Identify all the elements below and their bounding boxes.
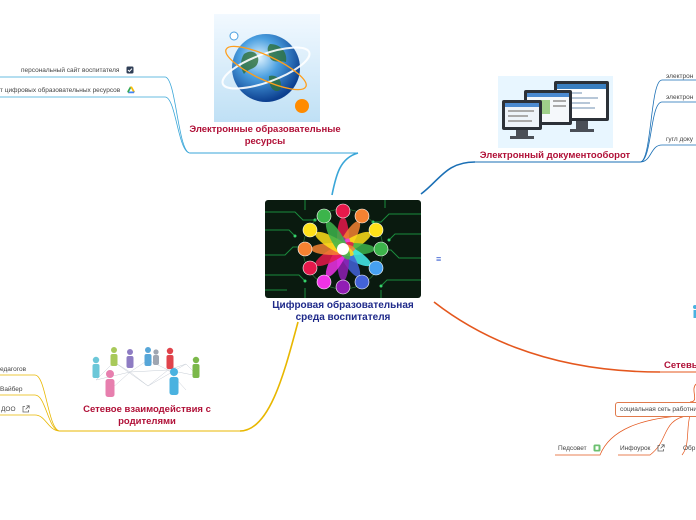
link-central-docflow (420, 161, 476, 195)
globe-image (214, 14, 320, 122)
network-leaf-1[interactable]: Педсовет (558, 444, 601, 453)
link-network-leaf-2 (618, 414, 691, 456)
docflow-leaf-1[interactable]: электрон (666, 73, 694, 80)
resources-leaf-2-label: т цифровых образовательных ресурсов (0, 87, 121, 94)
link-parents-leaf-1 (0, 374, 61, 432)
link-resources-leaf-2 (0, 96, 191, 154)
colorful-lotus-circuit-board-image (265, 200, 421, 298)
parents-title[interactable]: Сетевое взаимодействия с родителями (83, 404, 211, 427)
link-docflow-leaf-3 (639, 144, 696, 163)
parents-leaf-2[interactable]: Вайбер (0, 385, 22, 394)
link-parents-leaf-3 (0, 414, 61, 432)
parents-leaf-3-label: ДОО (1, 406, 16, 413)
resources-title[interactable]: Электронные образовательные ресурсы (189, 124, 341, 147)
docflow-title[interactable]: Электронный документооборот (479, 150, 631, 161)
link-network-leaf-3 (681, 414, 691, 456)
link-central-network (433, 301, 661, 373)
docflow-leaf-2[interactable]: электрон (666, 94, 694, 101)
resources-leaf-1[interactable]: персональный сайт воспитателя (21, 66, 134, 75)
link-parents-leaf-2 (0, 394, 61, 432)
network-leaf-1-label: Педсовет (558, 445, 587, 452)
link-docflow-leaf-2 (639, 101, 696, 163)
resources-leaf-2[interactable]: т цифровых образовательных ресурсов (0, 86, 135, 95)
network-leaf-2-label: Инфоурок (620, 445, 651, 452)
green-app-icon (593, 444, 601, 452)
resources-leaf-1-label: персональный сайт воспитателя (21, 67, 120, 74)
link-network-sub (689, 383, 696, 403)
network-leaf-3[interactable]: Обр (683, 445, 696, 452)
external-link-icon[interactable] (657, 444, 665, 452)
network-image-fragment (691, 304, 696, 320)
network-sub-node[interactable]: социальная сеть работни (615, 402, 696, 417)
external-link-icon[interactable] (22, 405, 30, 413)
parents-leaf-3[interactable]: ДОО (1, 405, 30, 414)
checkbox-icon (126, 66, 134, 74)
link-central-resources (331, 152, 359, 196)
parents-leaf-2-label: Вайбер (0, 386, 23, 393)
network-leaf-2[interactable]: Инфоурок (620, 444, 665, 453)
network-title[interactable]: Сетевы (664, 360, 696, 371)
notes-marker-icon[interactable]: ≡ (436, 254, 442, 264)
link-resources-leaf-1 (0, 76, 191, 154)
parents-leaf-1-label: едагогов (0, 366, 27, 373)
link-central-parents (239, 321, 299, 432)
people-network-image (86, 346, 210, 402)
computer-monitors-image (498, 76, 613, 148)
parents-leaf-1[interactable]: едагогов (0, 365, 26, 374)
link-docflow-leaf-1 (639, 79, 696, 163)
google-drive-icon (127, 86, 135, 94)
central-title[interactable]: Цифровая образовательная среда воспитате… (272, 300, 414, 323)
docflow-leaf-3[interactable]: гугл доку (666, 136, 694, 143)
